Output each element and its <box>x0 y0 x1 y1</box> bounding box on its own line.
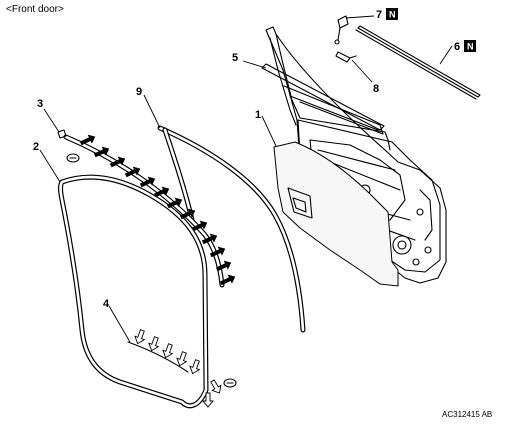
grommet-top <box>66 153 80 163</box>
diagram-title: <Front door> <box>6 4 64 15</box>
callout-4: 4 <box>103 298 110 310</box>
new-part-mark-6: N <box>464 40 476 52</box>
belt-moulding <box>355 25 481 100</box>
callout-1: 1 <box>255 109 261 121</box>
leader-lines <box>39 15 453 343</box>
callout-3: 3 <box>37 98 43 110</box>
callout-9: 9 <box>136 86 142 98</box>
waterproof-film <box>273 141 399 287</box>
callout-2: 2 <box>33 141 39 153</box>
callout-6: 6 <box>454 41 460 53</box>
new-part-mark-6-text: N <box>467 42 474 52</box>
hollow-arrows <box>134 329 222 408</box>
opening-weatherstrip <box>58 134 225 409</box>
belt-weatherstrip <box>261 63 385 131</box>
figure-code: AC312415 AB <box>442 410 492 419</box>
new-part-mark-7: N <box>386 8 398 20</box>
callouts: 1 2 3 4 5 6 7 8 9 <box>33 9 460 310</box>
new-part-mark-7-text: N <box>389 10 396 20</box>
grommet-bottom <box>223 378 237 388</box>
fastener-part-8 <box>335 51 357 63</box>
clip-part-7 <box>334 15 349 45</box>
clip-position-arrows <box>79 134 236 286</box>
callout-5: 5 <box>232 52 238 64</box>
lower-seal-part-4 <box>127 341 189 373</box>
callout-8: 8 <box>373 83 379 95</box>
clip-part-3 <box>57 129 67 139</box>
callout-7: 7 <box>376 9 382 21</box>
